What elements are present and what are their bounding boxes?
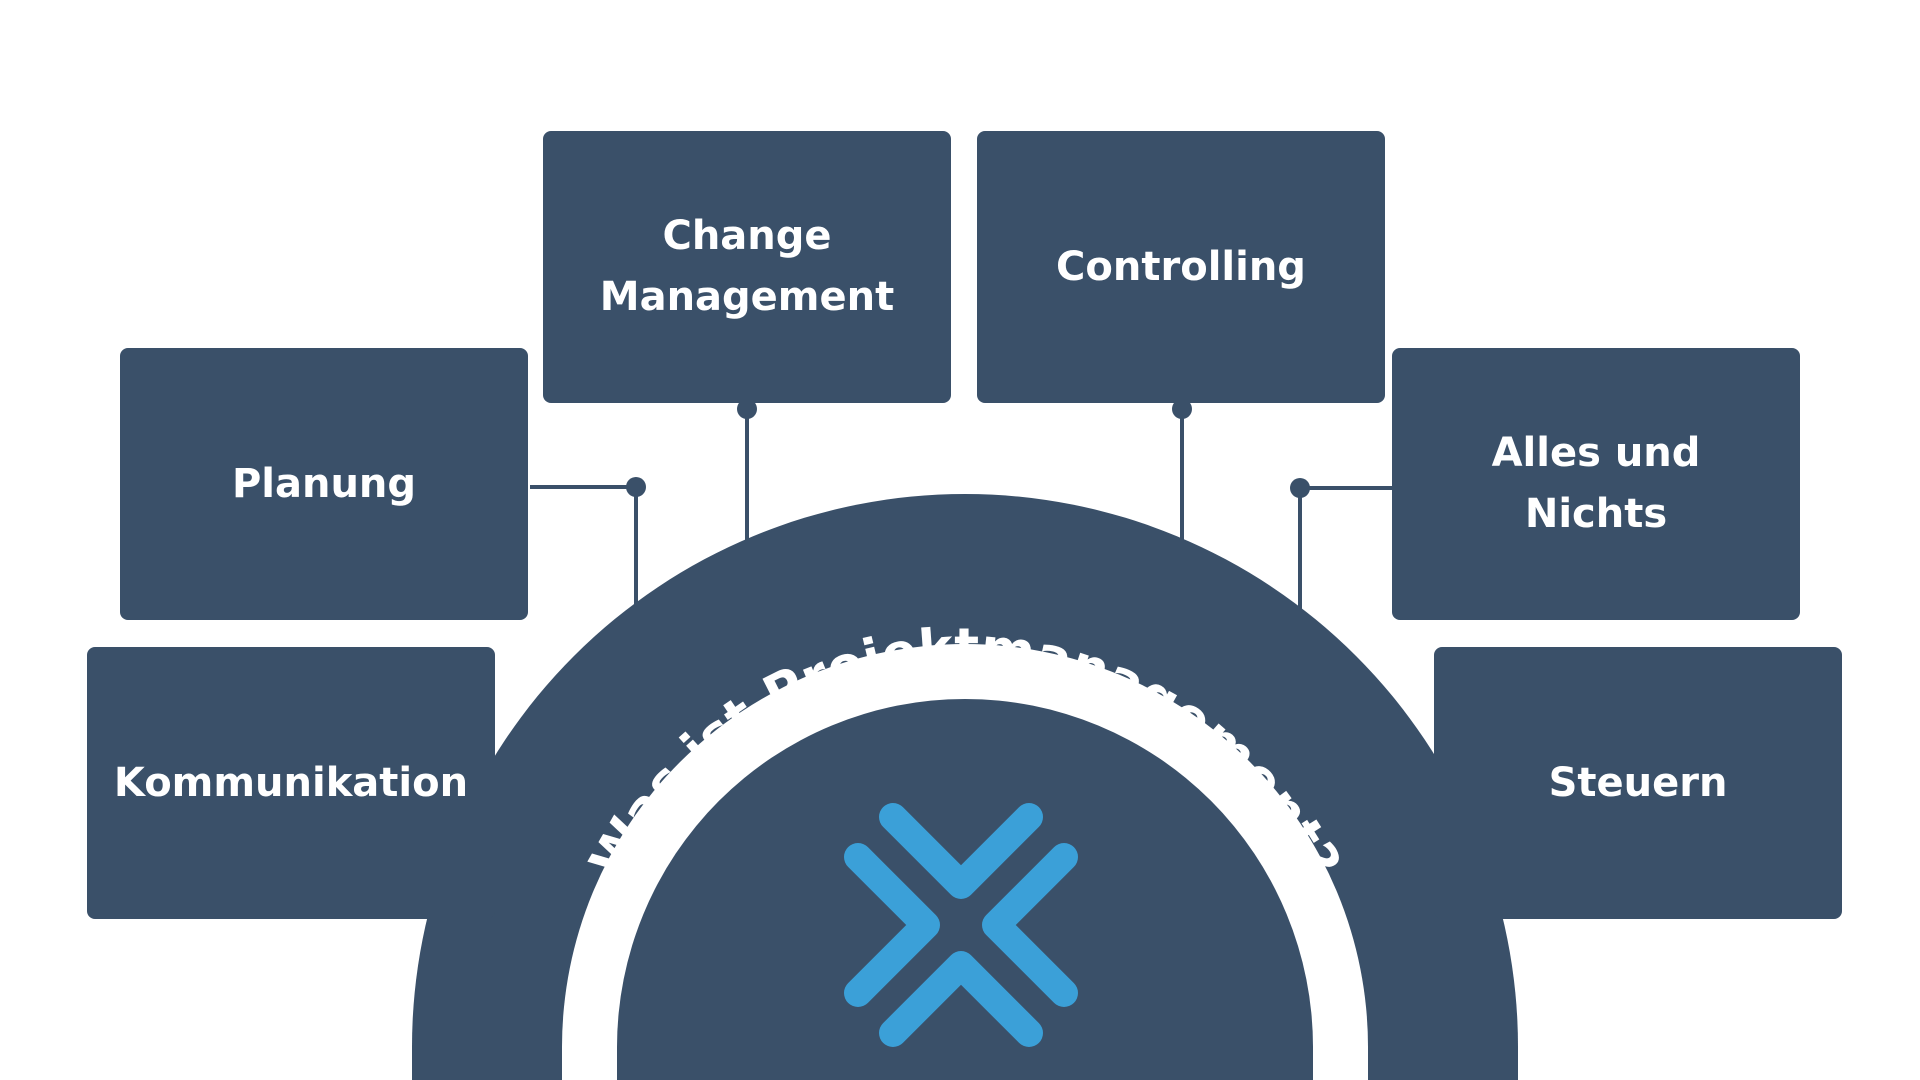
box-change-management-label: Change Management	[599, 213, 895, 320]
four-chevrons-x-logo-icon	[844, 803, 1078, 1047]
box-alles-und-nichts-label: Alles und Nichts	[1491, 430, 1701, 537]
box-alles-und-nichts: Alles und Nichts	[1392, 348, 1800, 620]
box-planung: Planung	[120, 348, 528, 620]
connector-dots	[626, 399, 1310, 498]
chevron-right-icon	[844, 843, 940, 1007]
connector-dot-controlling	[1172, 399, 1192, 419]
connector-dot-change-management	[737, 399, 757, 419]
box-controlling-label: Controlling	[1056, 243, 1306, 290]
chevron-left-icon	[982, 843, 1078, 1007]
connector-planung	[530, 485, 638, 620]
box-kommunikation-label: Kommunikation	[113, 759, 469, 806]
box-kommunikation: Kommunikation	[87, 647, 495, 919]
box-controlling: Controlling	[977, 131, 1385, 403]
connector-alles-und-nichts	[1298, 486, 1392, 610]
box-planung-label: Planung	[231, 460, 417, 507]
box-steuern: Steuern	[1434, 647, 1842, 919]
connector-dot-planung	[626, 477, 646, 497]
box-steuern-label: Steuern	[1548, 759, 1728, 806]
connector-dot-alles-und-nichts	[1290, 478, 1310, 498]
chevron-down-icon	[879, 803, 1043, 899]
box-change-management: Change Management	[543, 131, 951, 403]
chevron-up-icon	[879, 951, 1043, 1047]
